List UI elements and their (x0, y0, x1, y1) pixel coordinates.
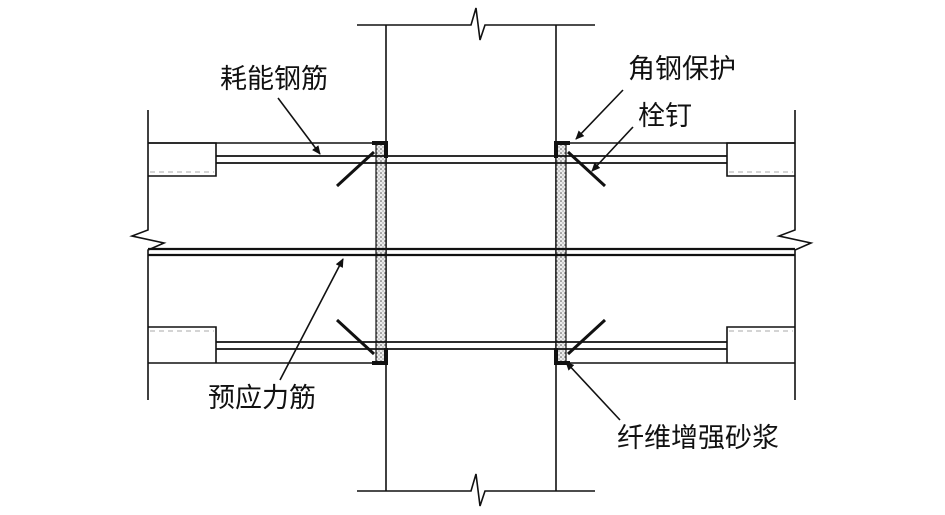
right-upper-recess (726, 142, 795, 177)
angle-steel-protection (372, 141, 570, 365)
leader-prestressed-tendon (279, 258, 344, 381)
label-angle-steel-protection: 角钢保护 (628, 54, 736, 85)
right-mortar-joint (555, 142, 567, 364)
bolt-right-upper (566, 150, 607, 188)
label-prestressed-tendon: 预应力筋 (208, 383, 316, 414)
left-upper-recess (148, 142, 217, 177)
leader-angle-steel (575, 89, 624, 140)
bolt-left-upper (335, 150, 376, 188)
label-fiber-mortar: 纤维增强砂浆 (617, 423, 779, 454)
bolt-right-lower (566, 318, 607, 356)
prestressed-tendon (148, 247, 795, 257)
dissipative-rebars (216, 155, 727, 350)
left-mortar-joint (375, 142, 387, 364)
left-lower-recess (148, 326, 217, 363)
bolts (335, 150, 607, 356)
left-beam-break-line (129, 110, 167, 400)
label-bolt: 栓钉 (638, 101, 692, 132)
leader-bolt (591, 126, 634, 172)
right-lower-recess (726, 326, 795, 363)
left-beam (129, 110, 382, 400)
column-top-break-line (357, 7, 595, 41)
left-beam-dashes (150, 171, 214, 332)
column-bottom-break-line (357, 473, 595, 507)
label-dissipative-rebar: 耗能钢筋 (220, 64, 328, 95)
right-beam-dashes (729, 171, 793, 332)
right-beam-break-line (776, 110, 814, 400)
right-beam (560, 110, 814, 400)
bolt-left-lower (335, 318, 376, 356)
leader-fiber-mortar (565, 361, 621, 421)
leader-dissipative-rebar (277, 97, 321, 155)
leader-lines (277, 89, 634, 421)
